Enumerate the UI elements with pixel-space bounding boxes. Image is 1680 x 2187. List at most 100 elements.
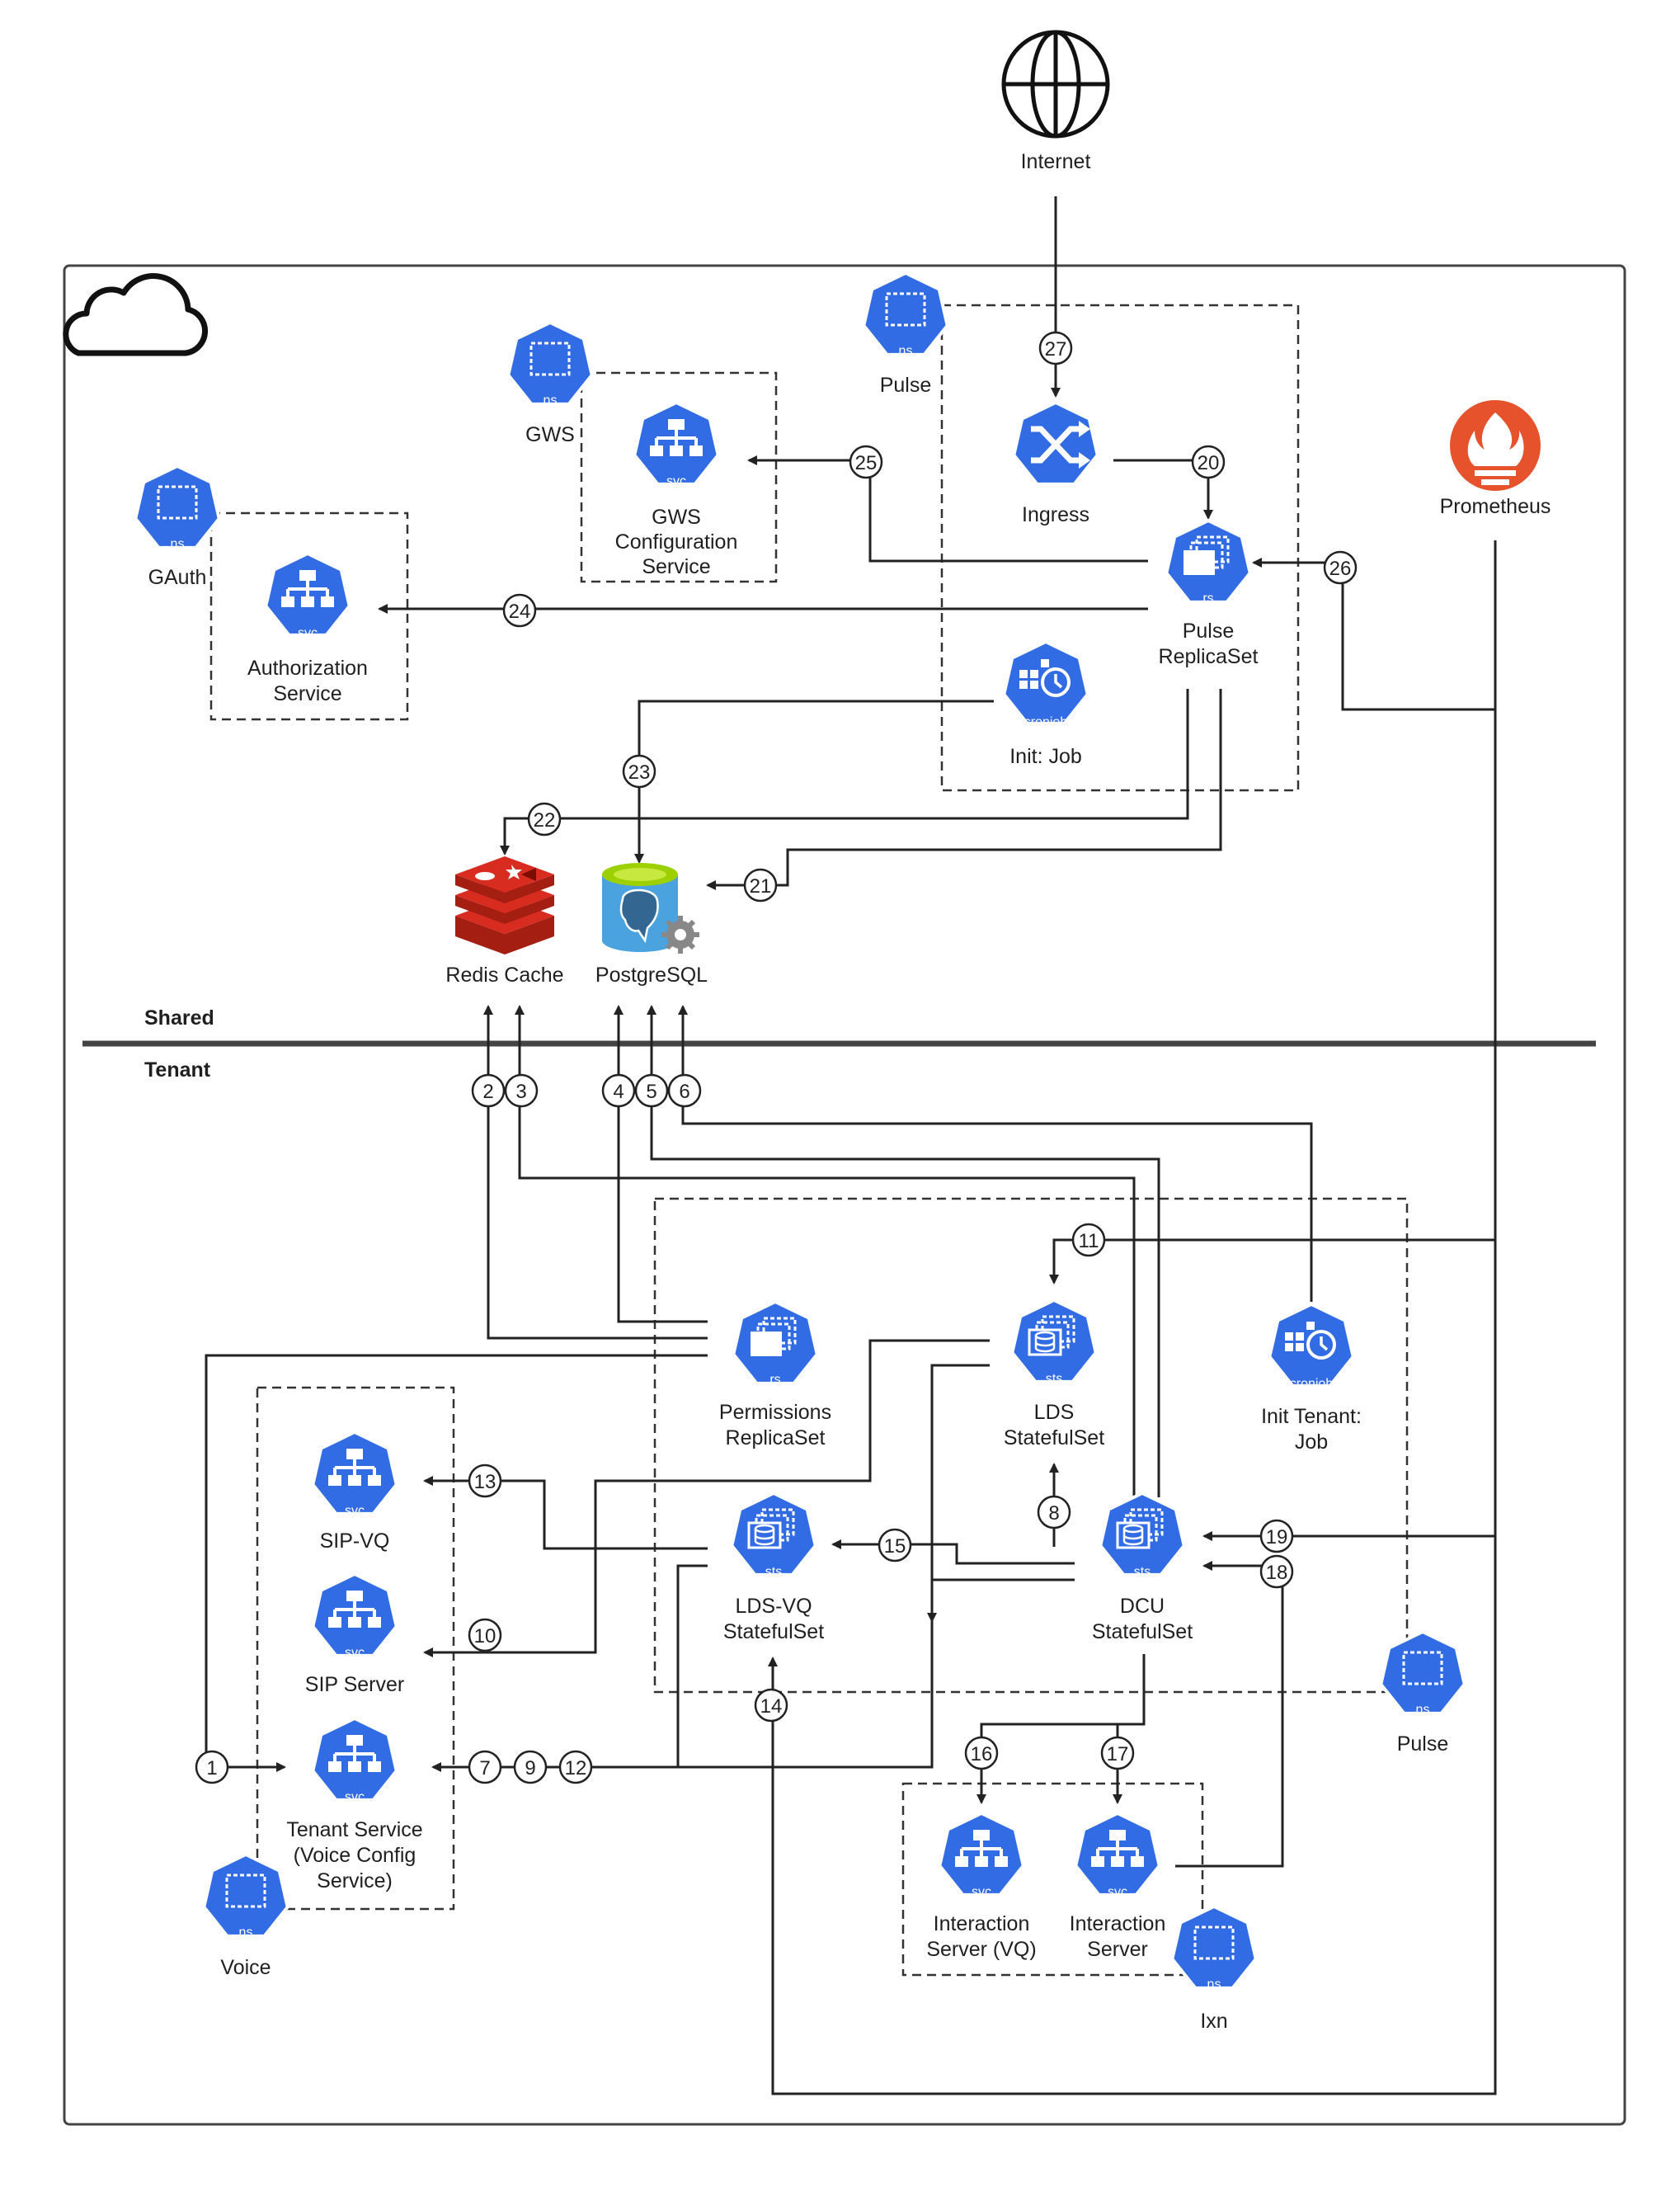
- gws-config-label-3: Service: [642, 555, 710, 578]
- init-tenant-label-1: Init Tenant:: [1261, 1405, 1362, 1428]
- step-24: 24: [502, 593, 537, 628]
- svg-text:20: 20: [1198, 452, 1220, 474]
- svg-text:6: 6: [679, 1081, 689, 1103]
- postgresql-icon: [602, 863, 699, 954]
- rs-badge: rs: [1202, 592, 1213, 606]
- step-11: 11: [1071, 1223, 1106, 1257]
- permissions-replicaset-node: rs Permissions ReplicaSet: [719, 1300, 831, 1449]
- sip-server-label: SIP Server: [305, 1673, 404, 1696]
- svc-badge: svc: [666, 474, 686, 488]
- permissions-rs-label-2: ReplicaSet: [726, 1426, 826, 1449]
- ixn-server-vq-label-2: Server (VQ): [926, 1938, 1036, 1961]
- postgresql-label: PostgreSQL: [595, 964, 708, 987]
- ns-gws-label: GWS: [525, 423, 575, 446]
- svg-text:13: 13: [474, 1471, 496, 1493]
- dcu-statefulset-node: sts DCU StatefulSet: [1092, 1492, 1193, 1643]
- redis-label: Redis Cache: [445, 964, 563, 987]
- internet-label: Internet: [1021, 150, 1091, 173]
- sip-vq-node: svc SIP-VQ: [311, 1431, 398, 1553]
- step-22: 22: [527, 802, 562, 837]
- svc-badge: svc: [345, 1646, 365, 1660]
- prometheus-label: Prometheus: [1440, 495, 1551, 518]
- zone-label-shared: Shared: [144, 1006, 214, 1030]
- ns-ixn: ns Ixn: [1170, 1905, 1258, 2033]
- lds-vq-label-1: LDS-VQ: [735, 1595, 812, 1618]
- svg-text:18: 18: [1266, 1562, 1288, 1584]
- step-20: 20: [1191, 445, 1226, 479]
- step-23: 23: [622, 754, 656, 789]
- redis-icon: [455, 856, 554, 954]
- gauth-namespace-box: [209, 511, 409, 721]
- ixn-server-vq-label-1: Interaction: [934, 1912, 1030, 1935]
- step-10: 10: [468, 1618, 502, 1652]
- step-19: 19: [1259, 1519, 1294, 1553]
- step-4: 4: [601, 1073, 636, 1108]
- auth-service-label-2: Service: [273, 682, 341, 705]
- lds-vq-statefulset-node: sts LDS-VQ StatefulSet: [723, 1492, 824, 1643]
- rs-badge: rs: [769, 1373, 780, 1387]
- svg-text:10: 10: [474, 1625, 496, 1647]
- svc-badge: svc: [345, 1790, 365, 1804]
- prometheus-node: Prometheus: [1440, 400, 1551, 518]
- svg-text:25: 25: [855, 452, 878, 474]
- sip-vq-label: SIP-VQ: [320, 1529, 390, 1553]
- authorization-service-node: svc Authorization Service: [247, 552, 368, 705]
- step-16: 16: [964, 1736, 999, 1770]
- pulse-rs-label-1: Pulse: [1183, 620, 1235, 643]
- svg-text:17: 17: [1107, 1743, 1129, 1765]
- svg-text:8: 8: [1048, 1502, 1059, 1525]
- svg-text:7: 7: [479, 1757, 490, 1779]
- ns-gauth-label: GAuth: [148, 566, 207, 589]
- ns-voice-label: Voice: [220, 1956, 271, 1979]
- tenant-service-label-1: Tenant Service: [286, 1818, 422, 1841]
- zone-label-tenant: Tenant: [144, 1058, 211, 1082]
- step-25: 25: [849, 445, 883, 479]
- svg-text:24: 24: [509, 601, 531, 623]
- init-job-node: cronjob Init: Job: [1002, 640, 1089, 768]
- svg-text:14: 14: [760, 1695, 783, 1718]
- ixn-namespace-box: [901, 1782, 1204, 1977]
- permissions-rs-label-1: Permissions: [719, 1401, 831, 1424]
- step-5: 5: [634, 1073, 669, 1108]
- svg-text:4: 4: [613, 1081, 624, 1103]
- pulse-rs-label-2: ReplicaSet: [1159, 645, 1259, 668]
- step-14: 14: [754, 1688, 788, 1723]
- step-9: 9: [513, 1750, 548, 1784]
- ingress-icon: [1031, 421, 1090, 469]
- init-tenant-job-node: cronjob Init Tenant: Job: [1261, 1303, 1362, 1454]
- ns-badge: ns: [1416, 1703, 1430, 1717]
- svg-text:22: 22: [534, 809, 556, 832]
- step-18: 18: [1259, 1554, 1294, 1589]
- step-15: 15: [878, 1528, 912, 1562]
- ns-badge: ns: [544, 394, 558, 408]
- svg-text:16: 16: [971, 1743, 993, 1765]
- svg-text:11: 11: [1079, 1230, 1099, 1252]
- svc-badge: svc: [1108, 1885, 1127, 1899]
- gws-config-label-2: Configuration: [615, 530, 738, 554]
- svc-badge: svc: [972, 1885, 991, 1899]
- gws-config-label-1: GWS: [652, 506, 701, 529]
- step-8: 8: [1037, 1495, 1071, 1529]
- cronjob-badge: cronjob: [1290, 1377, 1334, 1391]
- step-26: 26: [1323, 550, 1358, 585]
- dcu-label-2: StatefulSet: [1092, 1620, 1193, 1643]
- svg-text:19: 19: [1266, 1526, 1288, 1548]
- sts-badge: sts: [1134, 1565, 1151, 1579]
- postgresql-node: PostgreSQL: [595, 863, 708, 987]
- cloud-icon: [63, 273, 209, 356]
- svg-text:2: 2: [482, 1081, 493, 1103]
- internet-node: Internet: [1001, 30, 1110, 173]
- svg-text:1: 1: [206, 1757, 217, 1779]
- svg-text:12: 12: [565, 1757, 587, 1779]
- interaction-server-vq-node: svc Interaction Server (VQ): [926, 1812, 1037, 1961]
- pulse-namespace-box: [940, 304, 1300, 792]
- svc-badge: svc: [298, 626, 318, 640]
- step-21: 21: [743, 868, 778, 903]
- ingress-label: Ingress: [1022, 503, 1089, 526]
- step-6: 6: [667, 1073, 702, 1108]
- connectors: [205, 196, 1497, 2095]
- lds-vq-label-2: StatefulSet: [723, 1620, 824, 1643]
- svg-text:26: 26: [1329, 558, 1352, 580]
- auth-service-label-1: Authorization: [247, 657, 368, 680]
